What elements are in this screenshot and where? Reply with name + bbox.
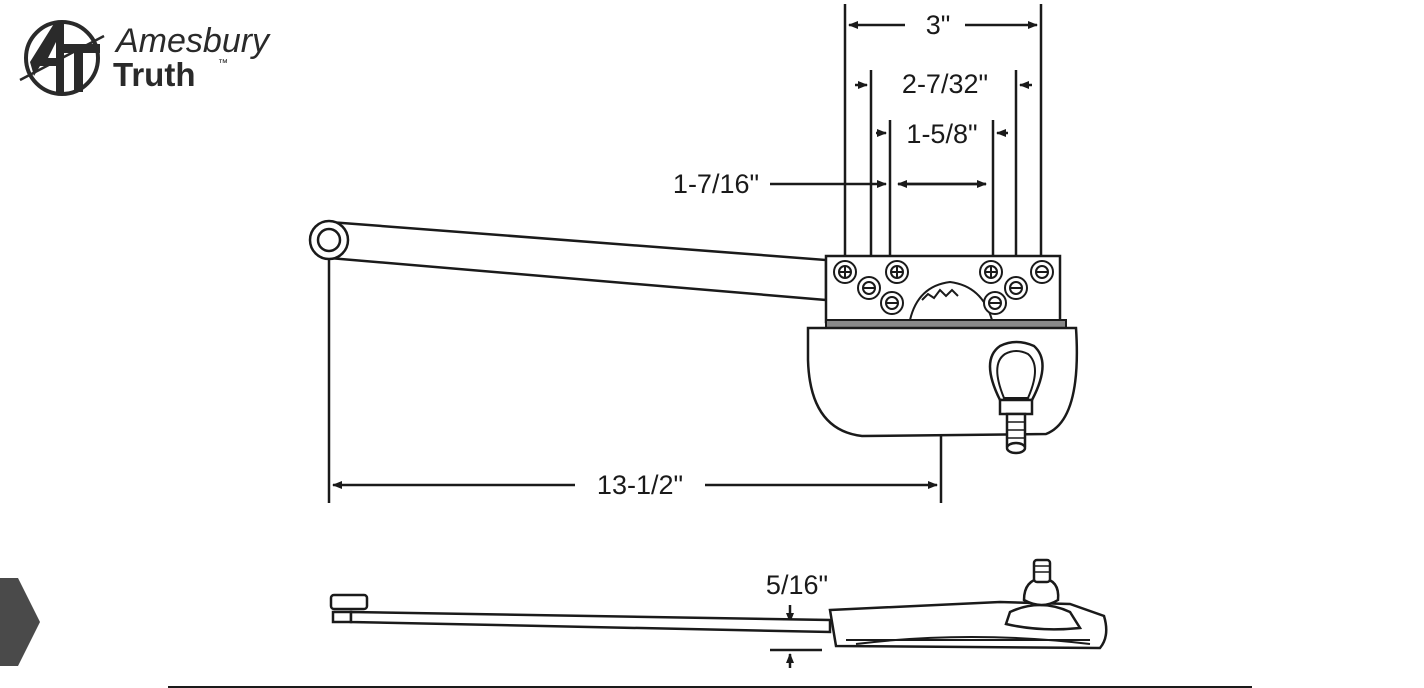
screw-icon: [880, 291, 904, 315]
dimension-label-1-5-8in: 1-5/8": [906, 119, 977, 149]
brand-logo: Amesbury Truth ™: [19, 20, 271, 96]
dimension-label-5-16in: 5/16": [766, 570, 828, 600]
screw-icon: [1004, 276, 1028, 300]
screw-icon: [857, 276, 881, 300]
brand-trademark: ™: [218, 58, 228, 69]
logo-emblem-icon: [19, 20, 105, 96]
operator-top-view: [308, 219, 1079, 455]
dimension-label-3in: 3": [926, 10, 951, 40]
screw-icon: [979, 260, 1003, 284]
next-arrow-icon[interactable]: [0, 578, 40, 666]
dimension-label-1-7-16in: 1-7/16": [673, 169, 759, 199]
screw-icon: [983, 291, 1007, 315]
crank-stud: [988, 340, 1044, 455]
screw-icon: [833, 260, 857, 284]
screw-icon: [1030, 260, 1054, 284]
screw-icon: [885, 260, 909, 284]
mounting-screws: [833, 260, 1054, 315]
dimension-label-2-7-32in: 2-7/32": [902, 69, 988, 99]
operator-arm: [308, 219, 828, 302]
dimension-label-13-1-2in: 13-1/2": [597, 470, 683, 500]
brand-name-line1: Amesbury: [114, 22, 271, 60]
operator-side-view: [329, 558, 1108, 650]
brand-name-line2: Truth: [113, 56, 195, 93]
